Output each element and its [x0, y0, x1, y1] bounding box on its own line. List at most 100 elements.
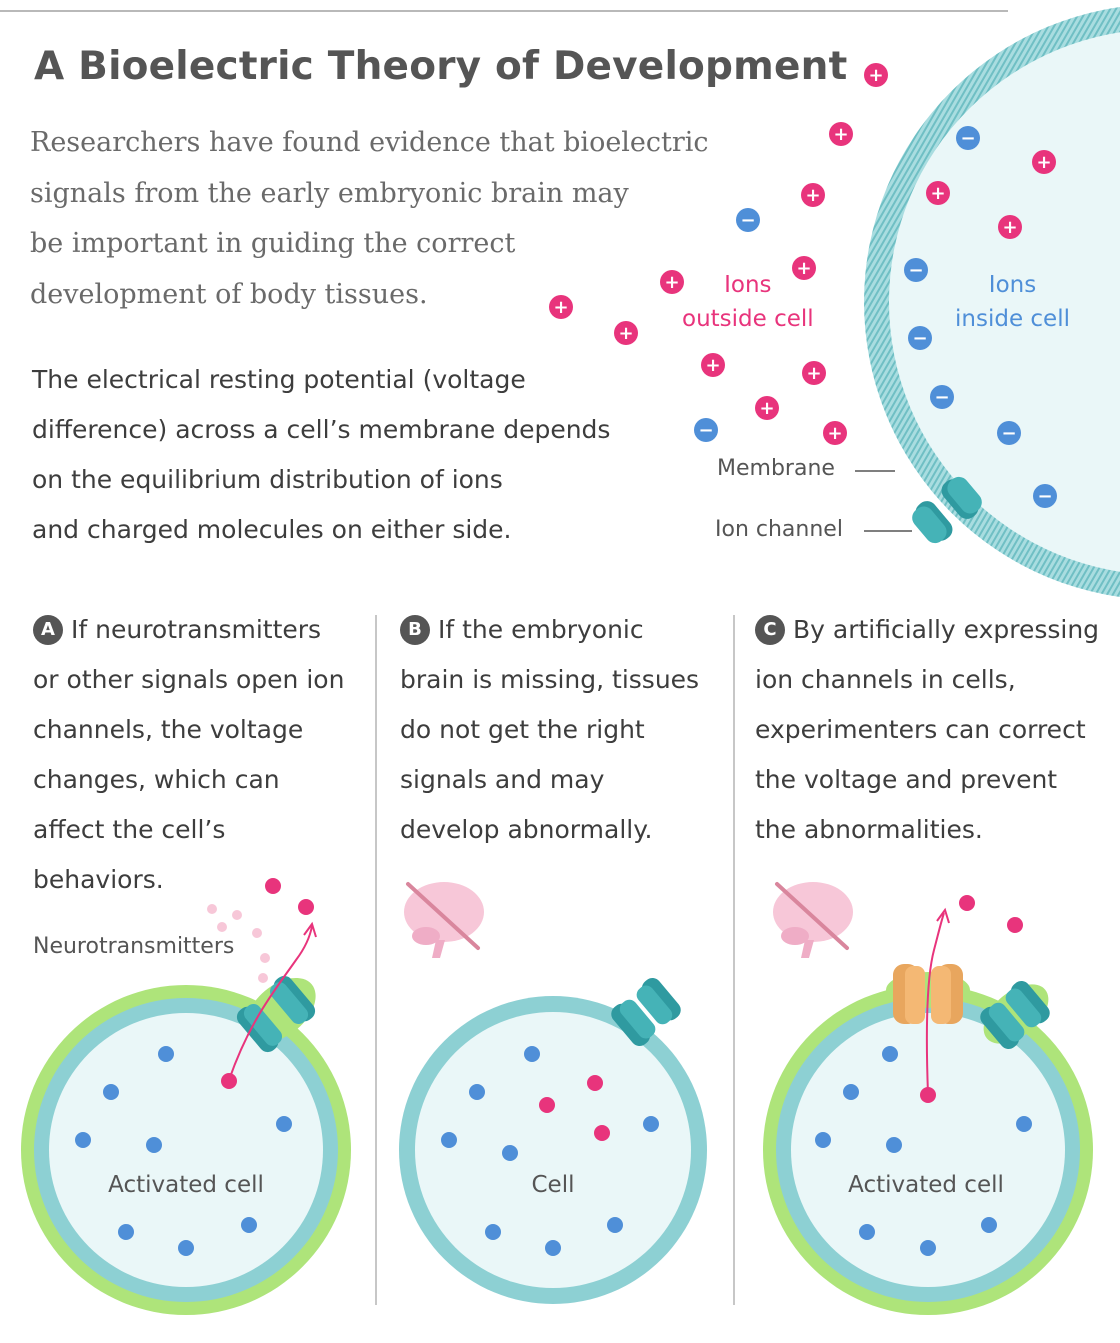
positive-ion-dot	[265, 878, 281, 894]
arrowhead	[303, 921, 317, 938]
panel-b-badge: B	[400, 615, 430, 645]
svg-text:+: +	[868, 65, 883, 86]
plus-circle-icon: +	[829, 122, 853, 146]
svg-text:−: −	[912, 328, 927, 349]
panel-a-line: changes, which can	[33, 765, 280, 794]
positive-ion-dot	[1007, 917, 1023, 933]
paragraph-line: The electrical resting potential (voltag…	[32, 365, 526, 394]
normal-cell-b	[399, 978, 707, 1304]
ions-outside-label-line: Ions	[724, 272, 772, 298]
page-title: A Bioelectric Theory of Development	[34, 44, 848, 89]
panel-a-line: behaviors.	[33, 865, 164, 894]
ions-inside-label-line: inside cell	[955, 306, 1070, 332]
plus-circle-icon: +	[755, 396, 779, 420]
svg-text:−: −	[1037, 486, 1052, 507]
cell-label-b: Cell	[531, 1172, 575, 1198]
panel-a-line: or other signals open ion	[33, 665, 345, 694]
negative-ion-dots	[441, 1046, 659, 1256]
paragraph-line: and charged molecules on either side.	[32, 515, 512, 544]
intro-text: Researchers have found evidence that bio…	[30, 118, 730, 320]
svg-text:+: +	[664, 272, 679, 293]
column-divider	[733, 615, 735, 1305]
ions-inside-label-line: Ions	[988, 272, 1037, 298]
activated-cell-c	[763, 895, 1093, 1315]
paragraph-line: on the equilibrium distribution of ions	[32, 465, 503, 494]
closed-ion-channel-icon	[611, 978, 681, 1046]
plus-circle-icon: +	[823, 421, 847, 445]
svg-text:+: +	[759, 398, 774, 419]
intro-line: signals from the early embryonic brain m…	[30, 177, 629, 209]
svg-text:+: +	[705, 355, 720, 376]
ion-channel-icon	[912, 476, 982, 544]
plus-circle-icon: +	[1032, 150, 1056, 174]
plus-circle-icon: +	[614, 321, 638, 345]
ion-flow-arrow	[925, 912, 945, 1095]
top-rule	[0, 10, 1008, 12]
cell-label-c: Activated cell	[848, 1172, 1004, 1198]
crossed-out-brain-icon	[404, 882, 484, 958]
intro-line: Researchers have found evidence that bio…	[30, 127, 709, 158]
svg-text:+: +	[618, 323, 633, 344]
negative-ions: − − − − − − − −	[694, 126, 1057, 508]
arrowhead	[936, 907, 950, 924]
membrane-label: Membrane	[717, 456, 835, 481]
plus-circle-icon: +	[792, 256, 816, 280]
minus-circle-icon: −	[904, 258, 928, 282]
column-divider	[375, 615, 377, 1305]
plus-circle-icon: +	[864, 63, 888, 87]
panel-b-line: develop abnormally.	[400, 815, 653, 844]
minus-circle-icon: −	[908, 326, 932, 350]
panel-a-line: channels, the voltage	[33, 715, 304, 744]
svg-text:+: +	[796, 258, 811, 279]
open-ion-channel-icon	[236, 975, 316, 1053]
svg-text:+: +	[805, 185, 820, 206]
svg-text:−: −	[1001, 423, 1016, 444]
neurotransmitters-label: Neurotransmitters	[33, 934, 235, 959]
ions-inside-label: Ions inside cell	[955, 268, 1070, 336]
cell-label-a: Activated cell	[108, 1172, 264, 1198]
large-cell	[864, 7, 1120, 597]
panel-b-line: brain is missing, tissues	[400, 665, 700, 694]
svg-text:−: −	[698, 420, 713, 441]
plus-circle-icon: +	[998, 215, 1022, 239]
activated-cell-a	[21, 878, 351, 1315]
plus-circle-icon: +	[701, 353, 725, 377]
svg-text:−: −	[740, 210, 755, 231]
svg-text:−: −	[934, 387, 949, 408]
positive-ion-dot	[221, 1073, 237, 1089]
crossed-out-brain-icon	[773, 882, 853, 958]
minus-circle-icon: −	[1033, 484, 1057, 508]
neurotransmitter-dots	[207, 904, 270, 983]
plus-circle-icon: +	[802, 361, 826, 385]
svg-text:−: −	[960, 128, 975, 149]
panel-b-line: do not get the right	[400, 715, 645, 744]
plus-circle-icon: +	[660, 270, 684, 294]
ion-flow-arrow	[228, 925, 313, 1081]
positive-ion-dot	[920, 1087, 936, 1103]
plus-circle-icon: +	[801, 183, 825, 207]
minus-circle-icon: −	[956, 126, 980, 150]
negative-ion-dots	[815, 1046, 1032, 1256]
positive-ion-dot	[959, 895, 975, 911]
svg-text:−: −	[908, 260, 923, 281]
positive-ion-dots	[539, 1075, 610, 1141]
panel-a-badge: A	[33, 615, 63, 645]
svg-text:+: +	[930, 183, 945, 204]
svg-text:+: +	[833, 124, 848, 145]
svg-text:+: +	[553, 297, 568, 318]
panel-a-line: affect the cell’s	[33, 815, 226, 844]
panel-c-line: experimenters can correct	[755, 715, 1086, 744]
minus-circle-icon: −	[736, 208, 760, 232]
resting-potential-text: The electrical resting potential (voltag…	[32, 355, 610, 555]
plus-circle-icon: +	[549, 295, 573, 319]
negative-ion-dots	[75, 1046, 292, 1256]
minus-circle-icon: −	[694, 418, 718, 442]
intro-line: development of body tissues.	[30, 278, 428, 310]
positive-ion-dot	[298, 899, 314, 915]
